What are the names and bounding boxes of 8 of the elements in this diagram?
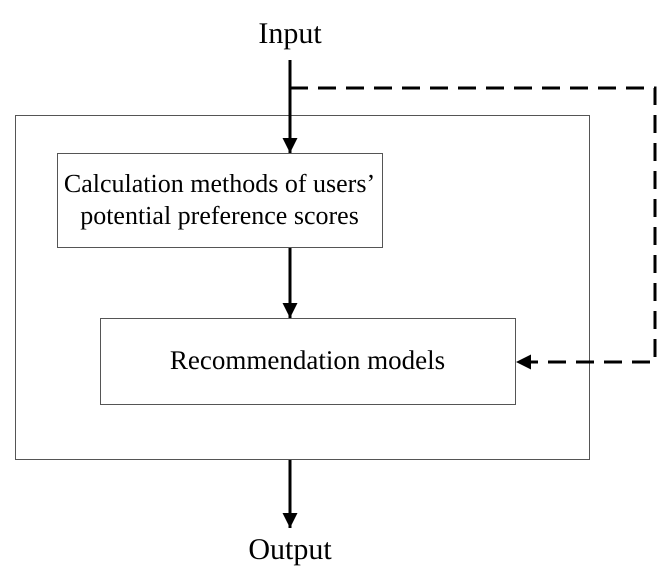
output-label: Output (220, 528, 360, 572)
input-label: Input (230, 8, 350, 60)
outer-box (15, 115, 590, 460)
process-box: Calculation methods of users’ potential preference scores (56, 152, 382, 248)
arrow (282, 60, 298, 153)
process-box: Recommendation models (100, 318, 516, 404)
arrow (282, 248, 298, 318)
arrow (282, 460, 298, 528)
